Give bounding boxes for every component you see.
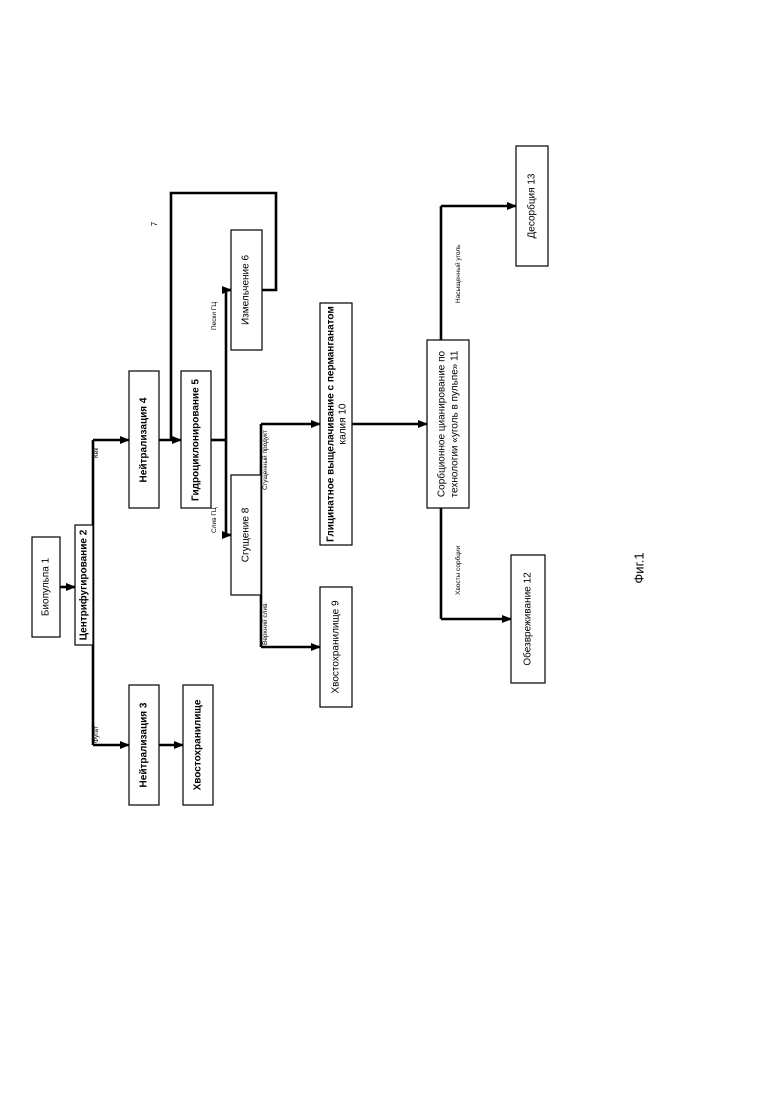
box-desorption-label: Десорбция 13 [526, 173, 538, 238]
label-loop-number: 7 [150, 221, 159, 226]
box-biopulp: Биопульпа 1 [32, 537, 60, 637]
box-biopulp-label: Биопульпа 1 [41, 557, 52, 616]
label-overflow-hc: Слив ГЦ [211, 507, 218, 533]
label-kek: Кек [93, 448, 100, 458]
label-sands-hc: Пески ГЦ [211, 302, 218, 330]
box-tailings-storage: Хвостохранилище [183, 685, 213, 805]
label-fugat: Фугат [93, 726, 100, 743]
label-thickened-product: Сгущенный продукт [261, 430, 269, 490]
box-sorption-cyanidation-line2: технологии «уголь в пульпе» 11 [450, 350, 461, 497]
box-centrifuging-label: Центрифугирование 2 [78, 529, 90, 640]
label-loaded-carbon: Насыщенный уголь [454, 244, 462, 303]
box-neutralizing-detox: Обезвреживание 12 [511, 555, 545, 683]
box-tailings-storage-label: Хвостохранилище [193, 699, 204, 790]
box-tailings-9: Хвостохранилище 9 [320, 587, 352, 707]
box-centrifuging: Центрифугирование 2 [75, 525, 93, 645]
box-hydrocycloning: Гидроциклонирование 5 [181, 371, 211, 508]
box-hydrocycloning-label: Гидроциклонирование 5 [191, 379, 202, 501]
box-thickening: Сгущение 8 [231, 475, 261, 595]
label-sorption-tails: Хвосты сорбции [454, 545, 462, 595]
box-neutralization-3: Нейтрализация 3 [129, 685, 159, 805]
box-grinding: Измельчение 6 [231, 230, 262, 350]
box-grinding-label: Измельчение 6 [241, 255, 252, 325]
box-tailings-9-label: Хвостохранилище 9 [331, 600, 342, 693]
box-neutralization-4: Нейтрализация 4 [129, 371, 159, 508]
box-neutralization-3-label: Нейтрализация 3 [139, 702, 150, 787]
box-sorption-cyanidation: Сорбционное цианирование по технологии «… [427, 340, 469, 508]
box-glycinate-leaching: Глицинатное выщелачивание с перманганато… [320, 303, 352, 545]
box-sorption-cyanidation-line1: Сорбционное цианирование по [436, 350, 448, 497]
box-glycinate-leaching-line2: калия 10 [338, 403, 349, 444]
box-glycinate-leaching-line1: Глицинатное выщелачивание с перманганато… [326, 306, 337, 542]
box-neutralizing-detox-label: Обезвреживание 12 [522, 572, 534, 666]
box-desorption: Десорбция 13 [516, 146, 548, 266]
box-neutralization-4-label: Нейтрализация 4 [139, 397, 150, 482]
figure-caption: Фиг.1 [631, 552, 646, 583]
label-top-overflow: Верхний слив [261, 603, 269, 645]
box-thickening-label: Сгущение 8 [241, 507, 252, 562]
